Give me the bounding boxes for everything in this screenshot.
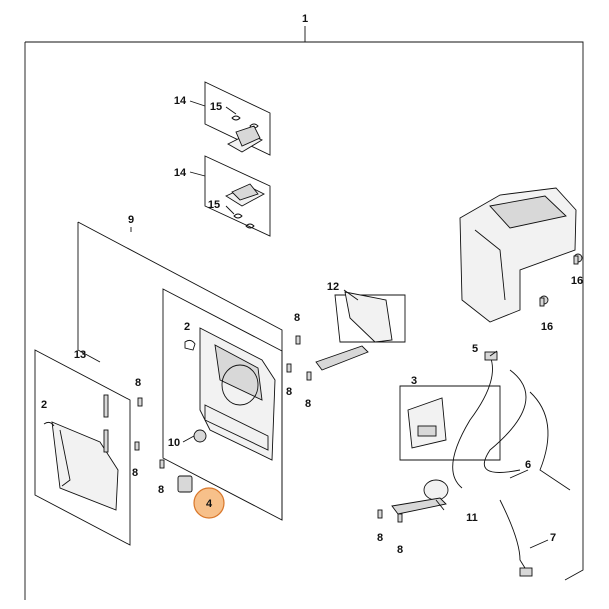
inner-frame-part-9 [162, 288, 283, 521]
callout-5[interactable]: 5 [472, 343, 478, 355]
module-part-3 [399, 385, 501, 461]
screws [134, 255, 579, 523]
callout-14-upper[interactable]: 14 [174, 95, 187, 107]
assembly-frame [24, 26, 584, 600]
mounting-bracket-part-12 [315, 289, 406, 371]
callout-7[interactable]: 7 [550, 532, 556, 544]
callout-16-a[interactable]: 16 [571, 275, 583, 287]
bracket-inset-upper [189, 81, 271, 156]
motor-housing [459, 187, 583, 323]
cable-assemblies [452, 351, 571, 577]
callout-14-lower[interactable]: 14 [174, 167, 187, 179]
callout-8-d[interactable]: 8 [135, 377, 141, 389]
callout-3[interactable]: 3 [411, 375, 417, 387]
callout-15-lower[interactable]: 15 [208, 199, 220, 211]
callout-8-e[interactable]: 8 [132, 467, 138, 479]
callout-10[interactable]: 10 [168, 437, 180, 449]
bracket-inset-lower [189, 155, 271, 237]
switch-part-11 [391, 479, 449, 515]
callout-13[interactable]: 13 [74, 349, 86, 361]
callout-labels: 1 2 2 3 4 5 6 7 8 8 8 8 8 8 8 8 9 10 11 … [41, 13, 583, 556]
callout-1[interactable]: 1 [302, 13, 308, 25]
callout-15-upper[interactable]: 15 [210, 101, 222, 113]
callout-11[interactable]: 11 [466, 512, 478, 524]
callout-2-lower[interactable]: 2 [41, 399, 47, 411]
callout-2-upper[interactable]: 2 [184, 321, 190, 333]
callout-8-a[interactable]: 8 [294, 312, 300, 324]
callout-8-g[interactable]: 8 [377, 532, 383, 544]
leader-lines [182, 350, 549, 549]
callout-8-f[interactable]: 8 [158, 484, 164, 496]
callout-16-b[interactable]: 16 [541, 321, 553, 333]
side-panel-part-13 [34, 349, 131, 546]
callout-8-c[interactable]: 8 [305, 398, 311, 410]
callout-8-b[interactable]: 8 [286, 386, 292, 398]
callout-6[interactable]: 6 [525, 459, 531, 471]
highlight-circle-callout-4[interactable] [193, 487, 225, 519]
callout-8-h[interactable]: 8 [397, 544, 403, 556]
callout-4[interactable]: 4 [206, 498, 213, 510]
callout-12[interactable]: 12 [327, 281, 339, 293]
callout-9[interactable]: 9 [128, 214, 134, 226]
